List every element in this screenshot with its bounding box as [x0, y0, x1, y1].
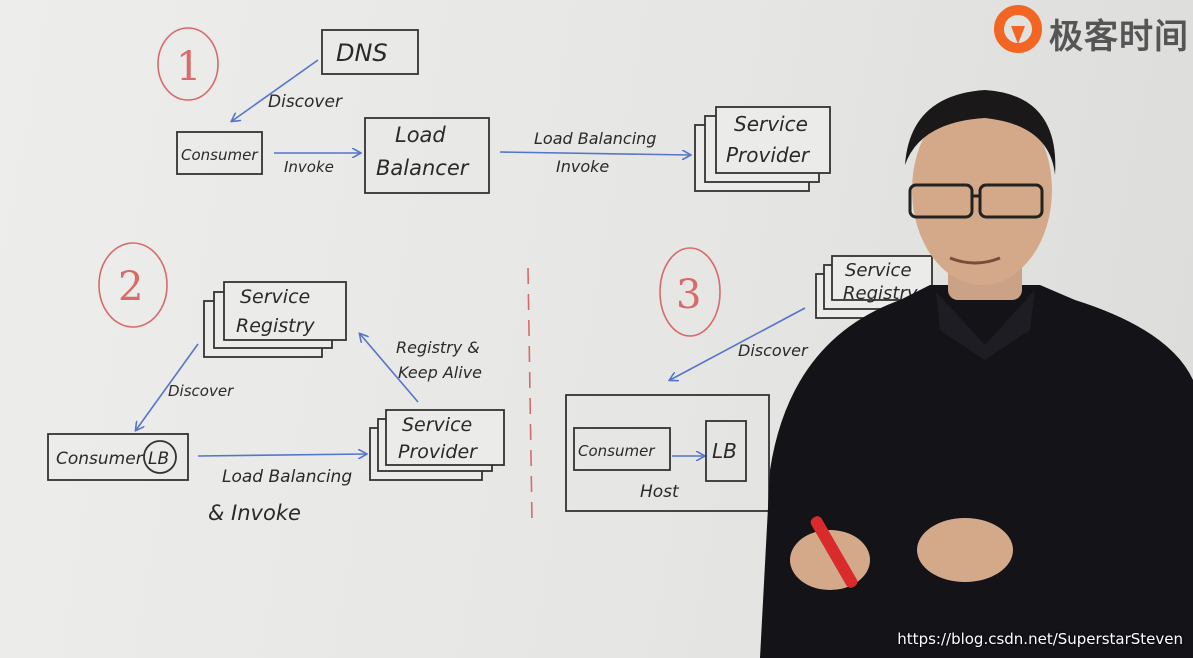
diagram-1: 1 DNS Discover Consumer Invoke Load Bala…: [157, 27, 831, 194]
consumer-box-3: [573, 427, 671, 471]
discover-arrow-2: [136, 343, 199, 430]
diagram-2: 2 Service Registry Discover Consumer LB …: [47, 242, 505, 525]
service-provider-line2-1: Provider: [726, 143, 811, 167]
consumer-lb-box-2: [47, 433, 189, 481]
watermark-url: https://blog.csdn.net/SuperstarSteven: [897, 630, 1183, 648]
lb-invoke-label-line1: Load Balancing: [534, 129, 656, 148]
presenter-figure: [760, 90, 1193, 658]
step-number-3: 3: [676, 272, 701, 318]
service-registry-line1-2: Service: [240, 286, 310, 308]
service-registry-line1-3: Service: [845, 260, 912, 281]
dns-label: DNS: [336, 39, 388, 67]
host-label: Host: [640, 482, 680, 502]
step-circle-3: [659, 247, 721, 337]
invoke-label-1: Invoke: [284, 158, 334, 176]
consumer-label-3: Consumer: [578, 442, 655, 460]
registry-label-line2: Keep Alive: [398, 363, 482, 382]
discover-label-2: Discover: [168, 382, 234, 400]
service-provider-stack-1: [694, 106, 831, 192]
step-circle-2: [98, 242, 168, 328]
registry-arrow-2: [360, 334, 419, 403]
service-registry-line2-2: Registry: [236, 315, 315, 337]
load-balancer-line1: Load: [395, 123, 446, 147]
discover-arrow-3: [670, 307, 806, 380]
consumer-label-1: Consumer: [181, 146, 258, 164]
service-provider-line1-2: Service: [402, 414, 472, 436]
lb-invoke-arrow-1: [499, 152, 690, 155]
discover-label-3: Discover: [738, 341, 809, 360]
service-registry-stack-2: [203, 281, 347, 358]
service-provider-stack-2: [369, 409, 505, 481]
brand-logo: 极客时间: [993, 4, 1189, 62]
consumer-box-1: [176, 131, 263, 175]
discover-arrow-1: [232, 59, 319, 121]
service-provider-line2-2: Provider: [398, 441, 478, 463]
lb-invoke-label-line1-2: Load Balancing: [222, 467, 352, 487]
lb-label-3: LB: [712, 439, 737, 463]
step-number-2: 2: [118, 264, 143, 310]
host-box: [565, 394, 770, 512]
load-balancer-line2: Balancer: [376, 156, 470, 180]
step-number-1: 1: [176, 44, 201, 90]
lb-box-3: [705, 420, 747, 482]
lb-invoke-label-line2-2: & Invoke: [208, 501, 301, 525]
service-registry-line2-3: Registry: [843, 283, 918, 304]
dns-box: [321, 29, 419, 75]
brand-logo-text: 极客时间: [1049, 16, 1189, 57]
lb-invoke-arrow-2: [197, 454, 366, 456]
brand-logo-icon: [994, 5, 1042, 53]
lb-invoke-label-line2: Invoke: [556, 157, 609, 176]
lb-circle-2: [143, 440, 177, 474]
discover-label-1: Discover: [268, 92, 343, 112]
load-balancer-box: [364, 117, 490, 194]
registry-label-line1: Registry &: [396, 338, 480, 357]
step-circle-1: [157, 27, 219, 101]
lb-label-2: LB: [148, 449, 169, 469]
service-provider-line1-1: Service: [734, 112, 808, 136]
section-divider: [527, 267, 533, 521]
consumer-label-2: Consumer: [56, 449, 144, 469]
